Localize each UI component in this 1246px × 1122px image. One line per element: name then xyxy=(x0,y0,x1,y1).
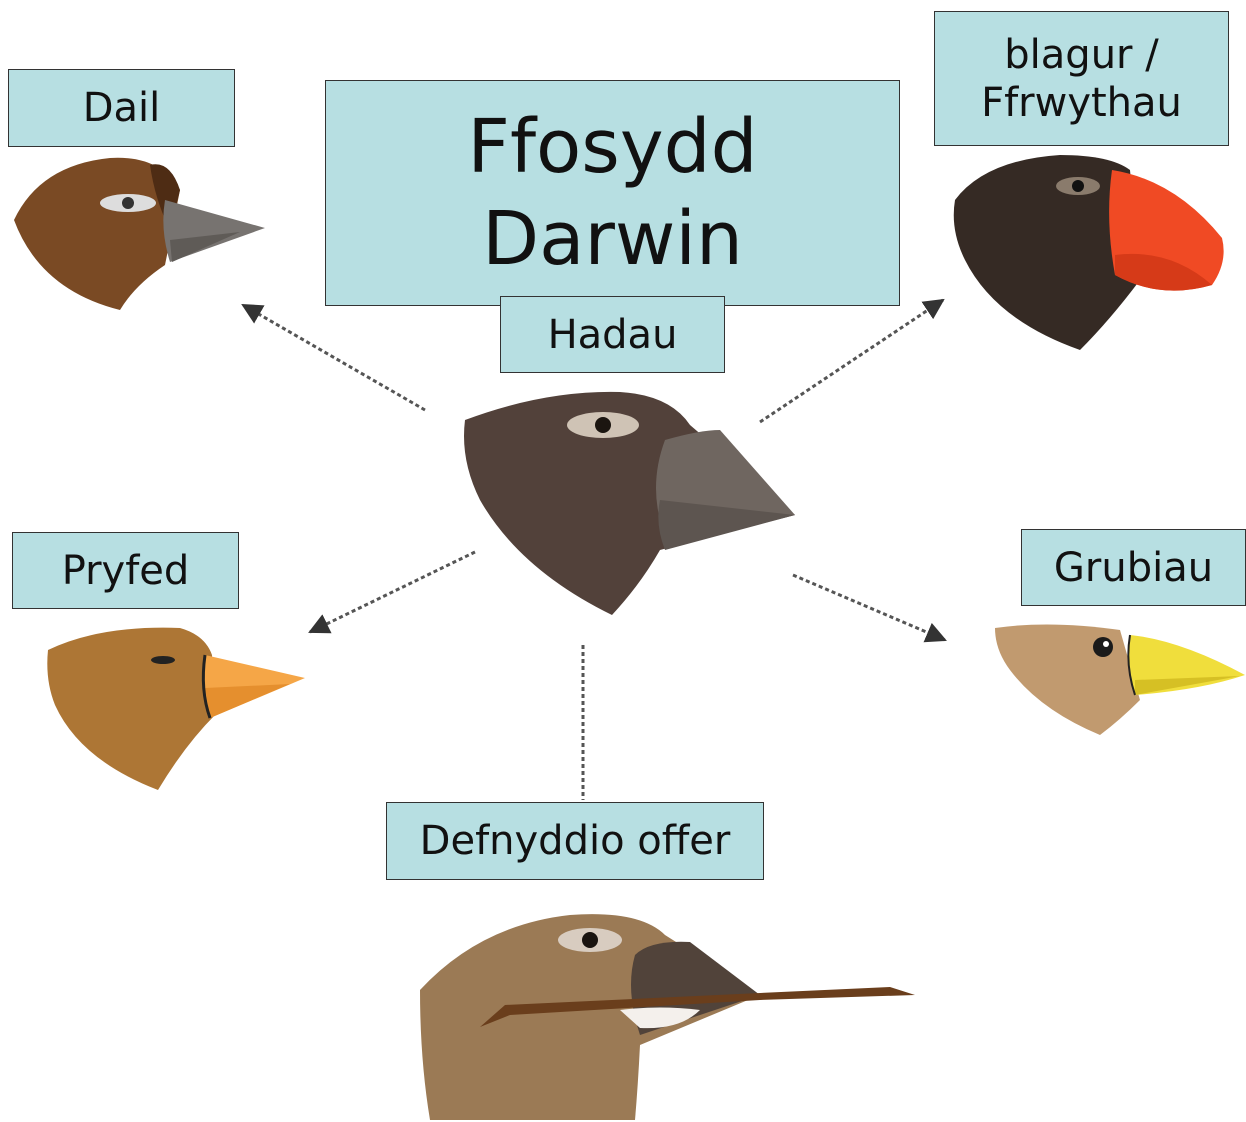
diagram-title: Ffosydd Darwin xyxy=(325,80,900,306)
leaf-eating-finch xyxy=(14,158,265,310)
label-insects: Pryfed xyxy=(12,532,239,609)
bud-eating-finch xyxy=(954,155,1224,350)
label-grubs: Grubiau xyxy=(1021,529,1246,606)
arrow-to-grubs xyxy=(793,575,945,640)
insect-eating-finch xyxy=(47,628,305,790)
grub-eating-finch xyxy=(995,624,1245,735)
seed-eating-finch xyxy=(464,392,795,615)
arrow-to-buds xyxy=(760,300,943,422)
arrow-to-insects xyxy=(310,552,475,632)
label-buds-fruits: blagur / Ffrwythau xyxy=(934,11,1229,146)
label-leaves: Dail xyxy=(8,69,235,147)
arrow-to-leaves xyxy=(243,305,425,410)
label-tool-use: Defnyddio offer xyxy=(386,802,764,880)
label-seeds: Hadau xyxy=(500,296,725,373)
tool-using-finch xyxy=(420,914,915,1120)
